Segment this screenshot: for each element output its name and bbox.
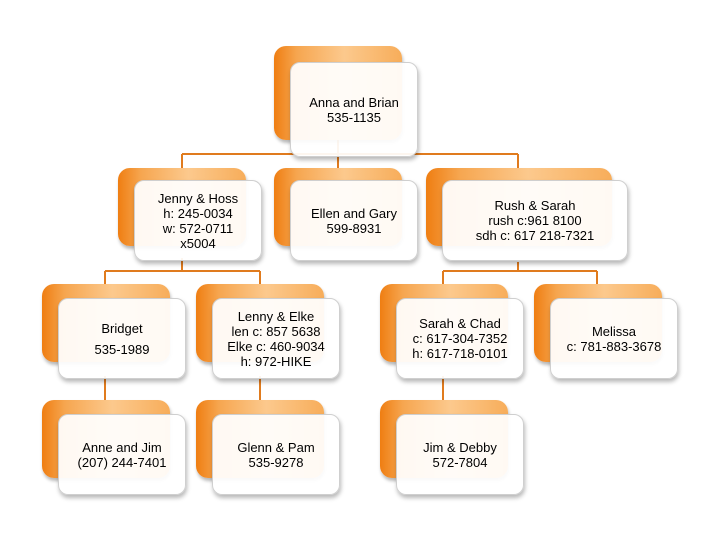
node-phone-home: h: 245-0034 [163, 205, 233, 221]
node-title: Anne and Jim [82, 439, 162, 455]
node-phone: 572-7804 [432, 454, 488, 470]
node-text: Glenn & Pam 535-9278 [212, 414, 340, 495]
node-phone-cell: c: 781-883-3678 [566, 338, 662, 354]
node-title: Bridget [101, 320, 143, 336]
node-text: Jim & Debby 572-7804 [396, 414, 524, 495]
node-text: Bridget 535-1989 [58, 298, 186, 379]
node-phone-len: len c: 857 5638 [231, 323, 321, 339]
node-text: Ellen and Gary 599-8931 [290, 180, 418, 261]
node-text: Anne and Jim (207) 244-7401 [58, 414, 186, 495]
node-extension: x5004 [180, 235, 216, 251]
node-phone: 599-8931 [326, 220, 382, 236]
node-title: Rush & Sarah [494, 198, 576, 213]
node-phone-cell: c: 617-304-7352 [412, 331, 508, 346]
node-text: Melissa c: 781-883-3678 [550, 298, 678, 379]
node-text: Rush & Sarah rush c:961 8100 sdh c: 617 … [442, 180, 628, 261]
node-phone-work: w: 572-0711 [162, 220, 234, 236]
node-phone-home: h: 617-718-0101 [412, 346, 508, 361]
node-phone: (207) 244-7401 [77, 454, 167, 470]
node-phone: 535-1989 [94, 341, 150, 357]
node-phone-elke: Elke c: 460-9034 [227, 338, 325, 354]
node-title: Sarah & Chad [419, 316, 501, 331]
node-phone: 535-9278 [248, 454, 304, 470]
node-phone-rush: rush c:961 8100 [488, 213, 582, 228]
node-text: Sarah & Chad c: 617-304-7352 h: 617-718-… [396, 298, 524, 379]
node-title: Jim & Debby [423, 439, 497, 455]
node-phone: 535-1135 [327, 109, 381, 125]
node-text: Jenny & Hoss h: 245-0034 w: 572-0711 x50… [134, 180, 262, 261]
node-text: Anna and Brian 535-1135 [290, 62, 418, 157]
node-title: Glenn & Pam [237, 439, 315, 455]
node-title: Jenny & Hoss [157, 190, 239, 206]
node-phone-home: h: 972-HIKE [240, 353, 312, 369]
node-text: Lenny & Elke len c: 857 5638 Elke c: 460… [212, 298, 340, 379]
node-title: Ellen and Gary [311, 205, 397, 221]
node-phone-sdh: sdh c: 617 218-7321 [475, 228, 595, 243]
node-title: Anna and Brian [309, 94, 399, 110]
node-title: Melissa [591, 323, 637, 339]
node-title: Lenny & Elke [237, 308, 315, 324]
